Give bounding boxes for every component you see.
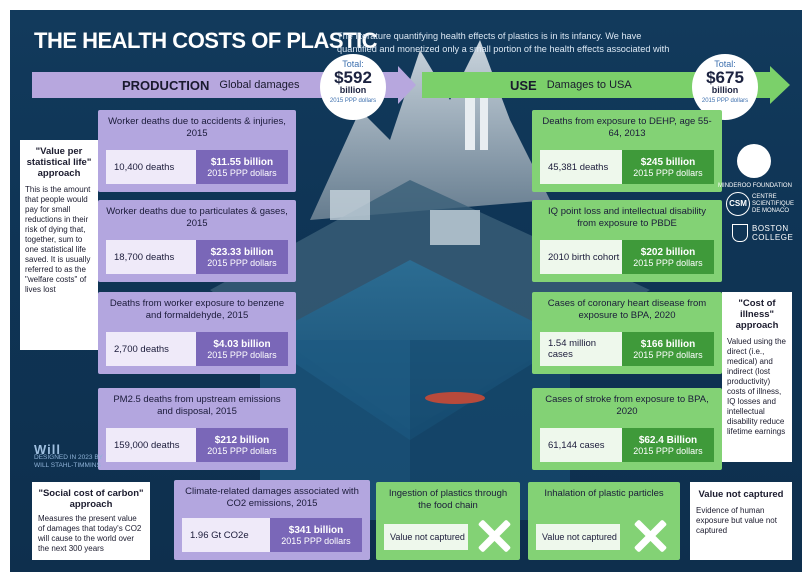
vsl-note-body: This is the amount that people would pay… — [25, 185, 91, 294]
coi-note-title: "Cost of illness" approach — [735, 298, 779, 331]
card-heading: Worker deaths due to accidents & injurie… — [108, 116, 286, 139]
designer-credit: Will DESIGNED IN 2023 BY WILL STAHL-TIMM… — [34, 442, 103, 470]
card-stat: 2010 birth cohort — [540, 240, 622, 274]
card-stat: Value not captured — [536, 524, 620, 550]
card-stat: 18,700 deaths — [106, 240, 196, 274]
use-total-label: Total: — [714, 59, 736, 69]
card-unit: 2015 PPP dollars — [281, 535, 351, 546]
card-heading: Cases of coronary heart disease from exp… — [547, 298, 707, 321]
prod-card-pm25: PM2.5 deaths from upstream emissions and… — [98, 388, 296, 470]
use-sublabel: Damages to USA — [546, 79, 632, 91]
value-not-captured-note: Value not captured Evidence of human exp… — [690, 482, 792, 560]
card-heading: PM2.5 deaths from upstream emissions and… — [113, 394, 281, 417]
vnc-note-title: Value not captured — [698, 489, 784, 500]
designer-credit-line2: WILL STAHL-TIMMINS — [34, 462, 101, 469]
card-heading: Ingestion of plastics through the food c… — [388, 488, 508, 511]
vsl-note-title: "Value per statistical life" approach — [26, 146, 92, 179]
use-card-heart-disease: Cases of coronary heart disease from exp… — [532, 292, 722, 374]
minderoo-logo-text: MINDEROO FOUNDATION — [718, 183, 792, 189]
prod-card-accidents: Worker deaths due to accidents & injurie… — [98, 110, 296, 192]
use-label: USE — [510, 77, 537, 93]
page-title: THE HEALTH COSTS OF PLASTIC — [34, 28, 377, 53]
intro-text: The literature quantifying health effect… — [337, 31, 670, 67]
card-unit: 2015 PPP dollars — [633, 257, 703, 268]
card-stat: 61,144 cases — [540, 428, 622, 462]
card-value: $62.4 Billion — [638, 434, 698, 446]
use-total-unit: billion — [711, 85, 739, 95]
building-shape — [430, 210, 480, 245]
csm-logo-mark: CSM — [729, 199, 747, 208]
card-value: $245 billion — [640, 156, 696, 168]
boston-college-shield-icon — [732, 224, 748, 242]
card-heading: Climate-related damages associated with … — [185, 486, 359, 509]
not-captured-x-icon — [476, 518, 512, 554]
production-label: PRODUCTION — [122, 77, 210, 93]
card-unit: 2015 PPP dollars — [207, 445, 277, 456]
card-heading: IQ point loss and intellectual disabilit… — [548, 206, 706, 229]
card-unit: 2015 PPP dollars — [633, 349, 703, 360]
card-stat: 1.54 million cases — [540, 332, 622, 366]
card-heading: Deaths from worker exposure to benzene a… — [109, 298, 285, 321]
use-total-badge: Total: $675 billion 2015 PPP dollars — [692, 54, 758, 120]
prod-card-particulates: Worker deaths due to particulates & gase… — [98, 200, 296, 282]
infographic-panel: THE HEALTH COSTS OF PLASTIC The literatu… — [10, 10, 802, 572]
card-value: $23.33 billion — [210, 246, 274, 258]
csm-logo-text: CENTRE SCIENTIFIQUE DE MONACO — [752, 194, 795, 214]
production-total-note: 2015 PPP dollars — [329, 98, 377, 104]
coi-note-body: Valued using the direct (i.e., medical) … — [727, 337, 787, 436]
card-value: $341 billion — [288, 524, 344, 536]
coi-note: "Cost of illness" approach Valued using … — [722, 292, 792, 462]
card-value: $212 billion — [214, 434, 270, 446]
card-stat: 10,400 deaths — [106, 150, 196, 184]
tanker-ship-shape — [425, 392, 485, 404]
card-heading: Cases of stroke from exposure to BPA, 20… — [545, 394, 709, 417]
card-value: $166 billion — [640, 338, 696, 350]
scc-note: "Social cost of carbon" approach Measure… — [32, 482, 150, 560]
production-total-value: $592 — [334, 68, 372, 87]
card-value: $4.03 billion — [213, 338, 271, 350]
card-unit: 2015 PPP dollars — [207, 349, 277, 360]
production-sublabel: Global damages — [219, 79, 300, 91]
production-total-badge: Total: $592 billion 2015 PPP dollars — [320, 54, 386, 120]
card-heading: Inhalation of plastic particles — [544, 488, 664, 499]
prod-card-benzene: Deaths from worker exposure to benzene a… — [98, 292, 296, 374]
designer-credit-line1: DESIGNED IN 2023 BY — [34, 454, 103, 461]
card-stat: 159,000 deaths — [106, 428, 196, 462]
card-unit: 2015 PPP dollars — [207, 167, 277, 178]
card-stat: 45,381 deaths — [540, 150, 622, 184]
card-stat: 2,700 deaths — [106, 332, 196, 366]
not-captured-x-icon — [632, 518, 668, 554]
card-unit: 2015 PPP dollars — [633, 445, 703, 456]
use-card-dehp: Deaths from exposure to DEHP, age 55-64,… — [532, 110, 722, 192]
vnc-note-body: Evidence of human exposure but value not… — [696, 506, 777, 535]
boston-college-logo-text: BOSTON COLLEGE — [752, 224, 794, 242]
use-card-stroke: Cases of stroke from exposure to BPA, 20… — [532, 388, 722, 470]
minderoo-logo-icon — [737, 144, 771, 178]
card-unit: 2015 PPP dollars — [207, 257, 277, 268]
card-unit: 2015 PPP dollars — [633, 167, 703, 178]
use-card-ingestion: Ingestion of plastics through the food c… — [376, 482, 520, 560]
use-total-value: $675 — [706, 68, 744, 87]
use-card-inhalation: Inhalation of plastic particles Value no… — [528, 482, 680, 560]
scc-note-body: Measures the present value of damages th… — [38, 514, 142, 553]
use-card-pbde: IQ point loss and intellectual disabilit… — [532, 200, 722, 282]
prod-card-climate: Climate-related damages associated with … — [174, 480, 370, 560]
card-value: $11.55 billion — [210, 156, 274, 168]
card-stat: Value not captured — [384, 524, 468, 550]
card-heading: Deaths from exposure to DEHP, age 55-64,… — [542, 116, 712, 139]
card-heading: Worker deaths due to particulates & gase… — [106, 206, 288, 229]
production-total-label: Total: — [342, 59, 364, 69]
csm-logo-icon: CSM — [726, 192, 750, 216]
vsl-note: "Value per statistical life" approach Th… — [20, 140, 98, 350]
scc-note-title: "Social cost of carbon" approach — [38, 488, 144, 510]
use-total-note: 2015 PPP dollars — [701, 98, 749, 104]
smokestack-shape — [480, 95, 488, 150]
building-shape — [330, 190, 370, 220]
card-value: $202 billion — [640, 246, 696, 258]
card-stat: 1.96 Gt CO2e — [182, 518, 270, 552]
production-total-unit: billion — [339, 85, 367, 95]
smokestack-shape — [465, 80, 475, 150]
designer-mark: Will — [34, 442, 61, 457]
